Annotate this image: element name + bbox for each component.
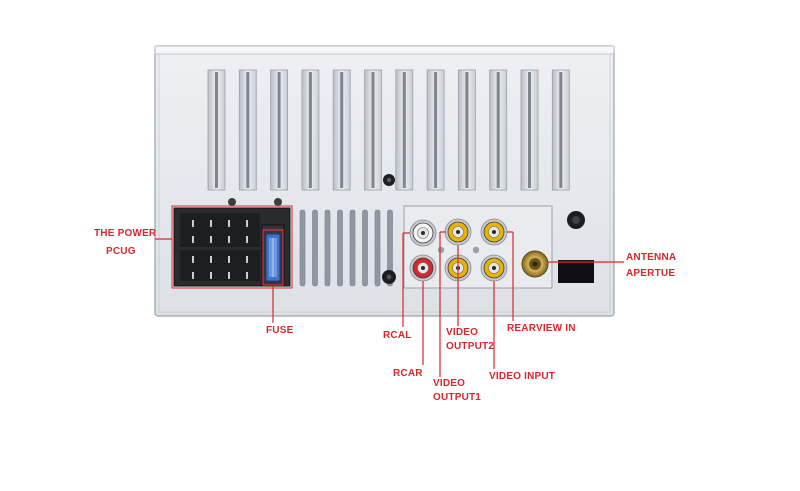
vent-slot	[387, 209, 393, 287]
rca-jack-icon	[444, 218, 472, 246]
rca-jack-icon	[480, 254, 508, 282]
label-antenna: ANTENNA APERTUE	[626, 252, 677, 279]
rca-jack-icon	[480, 218, 508, 246]
heatsink-fin	[395, 69, 414, 191]
heatsink-fin	[270, 69, 289, 191]
screw-icon	[383, 174, 395, 186]
heatsink-fins	[207, 69, 570, 191]
rca-jack-icon	[409, 219, 437, 247]
label-video-input: VIDEO INPUT	[489, 371, 556, 382]
rca-jacks	[409, 218, 508, 282]
vent-slot	[337, 209, 343, 287]
label-video-output2: VIDEO OUTPUT2	[446, 327, 495, 352]
heatsink-fin	[551, 69, 570, 191]
heatsink-fin	[489, 69, 508, 191]
heatsink-fin	[520, 69, 539, 191]
label-power-plug: THE POWER PCUG	[94, 228, 157, 257]
heatsink-fin	[426, 69, 445, 191]
vent-slot	[299, 209, 306, 287]
heatsink-fin	[457, 69, 476, 191]
leader-lines	[155, 231, 624, 377]
vent-slot	[312, 209, 318, 287]
fuse-icon	[265, 233, 281, 282]
highlight-frames	[171, 205, 293, 289]
label-rearview-in: REARVIEW IN	[507, 323, 576, 334]
screw-icon	[382, 270, 396, 284]
vent-slots	[299, 209, 393, 287]
screw-icon	[472, 246, 480, 254]
heatsink-fin	[301, 69, 320, 191]
screw-icon	[228, 198, 282, 206]
mount-hole	[567, 211, 585, 229]
label-rcar: RCAR	[393, 368, 423, 379]
rca-jack-icon	[409, 254, 437, 282]
antenna-socket-icon	[521, 250, 549, 278]
heatsink-fin	[332, 69, 351, 191]
vent-slot	[374, 209, 381, 287]
heatsink-fin	[238, 69, 257, 191]
label-fuse: FUSE	[266, 325, 294, 336]
heatsink-fin	[207, 69, 226, 191]
port-slot	[558, 260, 594, 283]
label-rcal: RCAL	[383, 330, 412, 341]
heatsink-fin	[364, 69, 382, 191]
vent-slot	[362, 209, 368, 287]
label-video-output1: VIDEO OUTPUT1	[433, 378, 482, 403]
vent-slot	[324, 209, 331, 287]
vent-slot	[349, 209, 356, 287]
screw-icon	[437, 246, 445, 254]
